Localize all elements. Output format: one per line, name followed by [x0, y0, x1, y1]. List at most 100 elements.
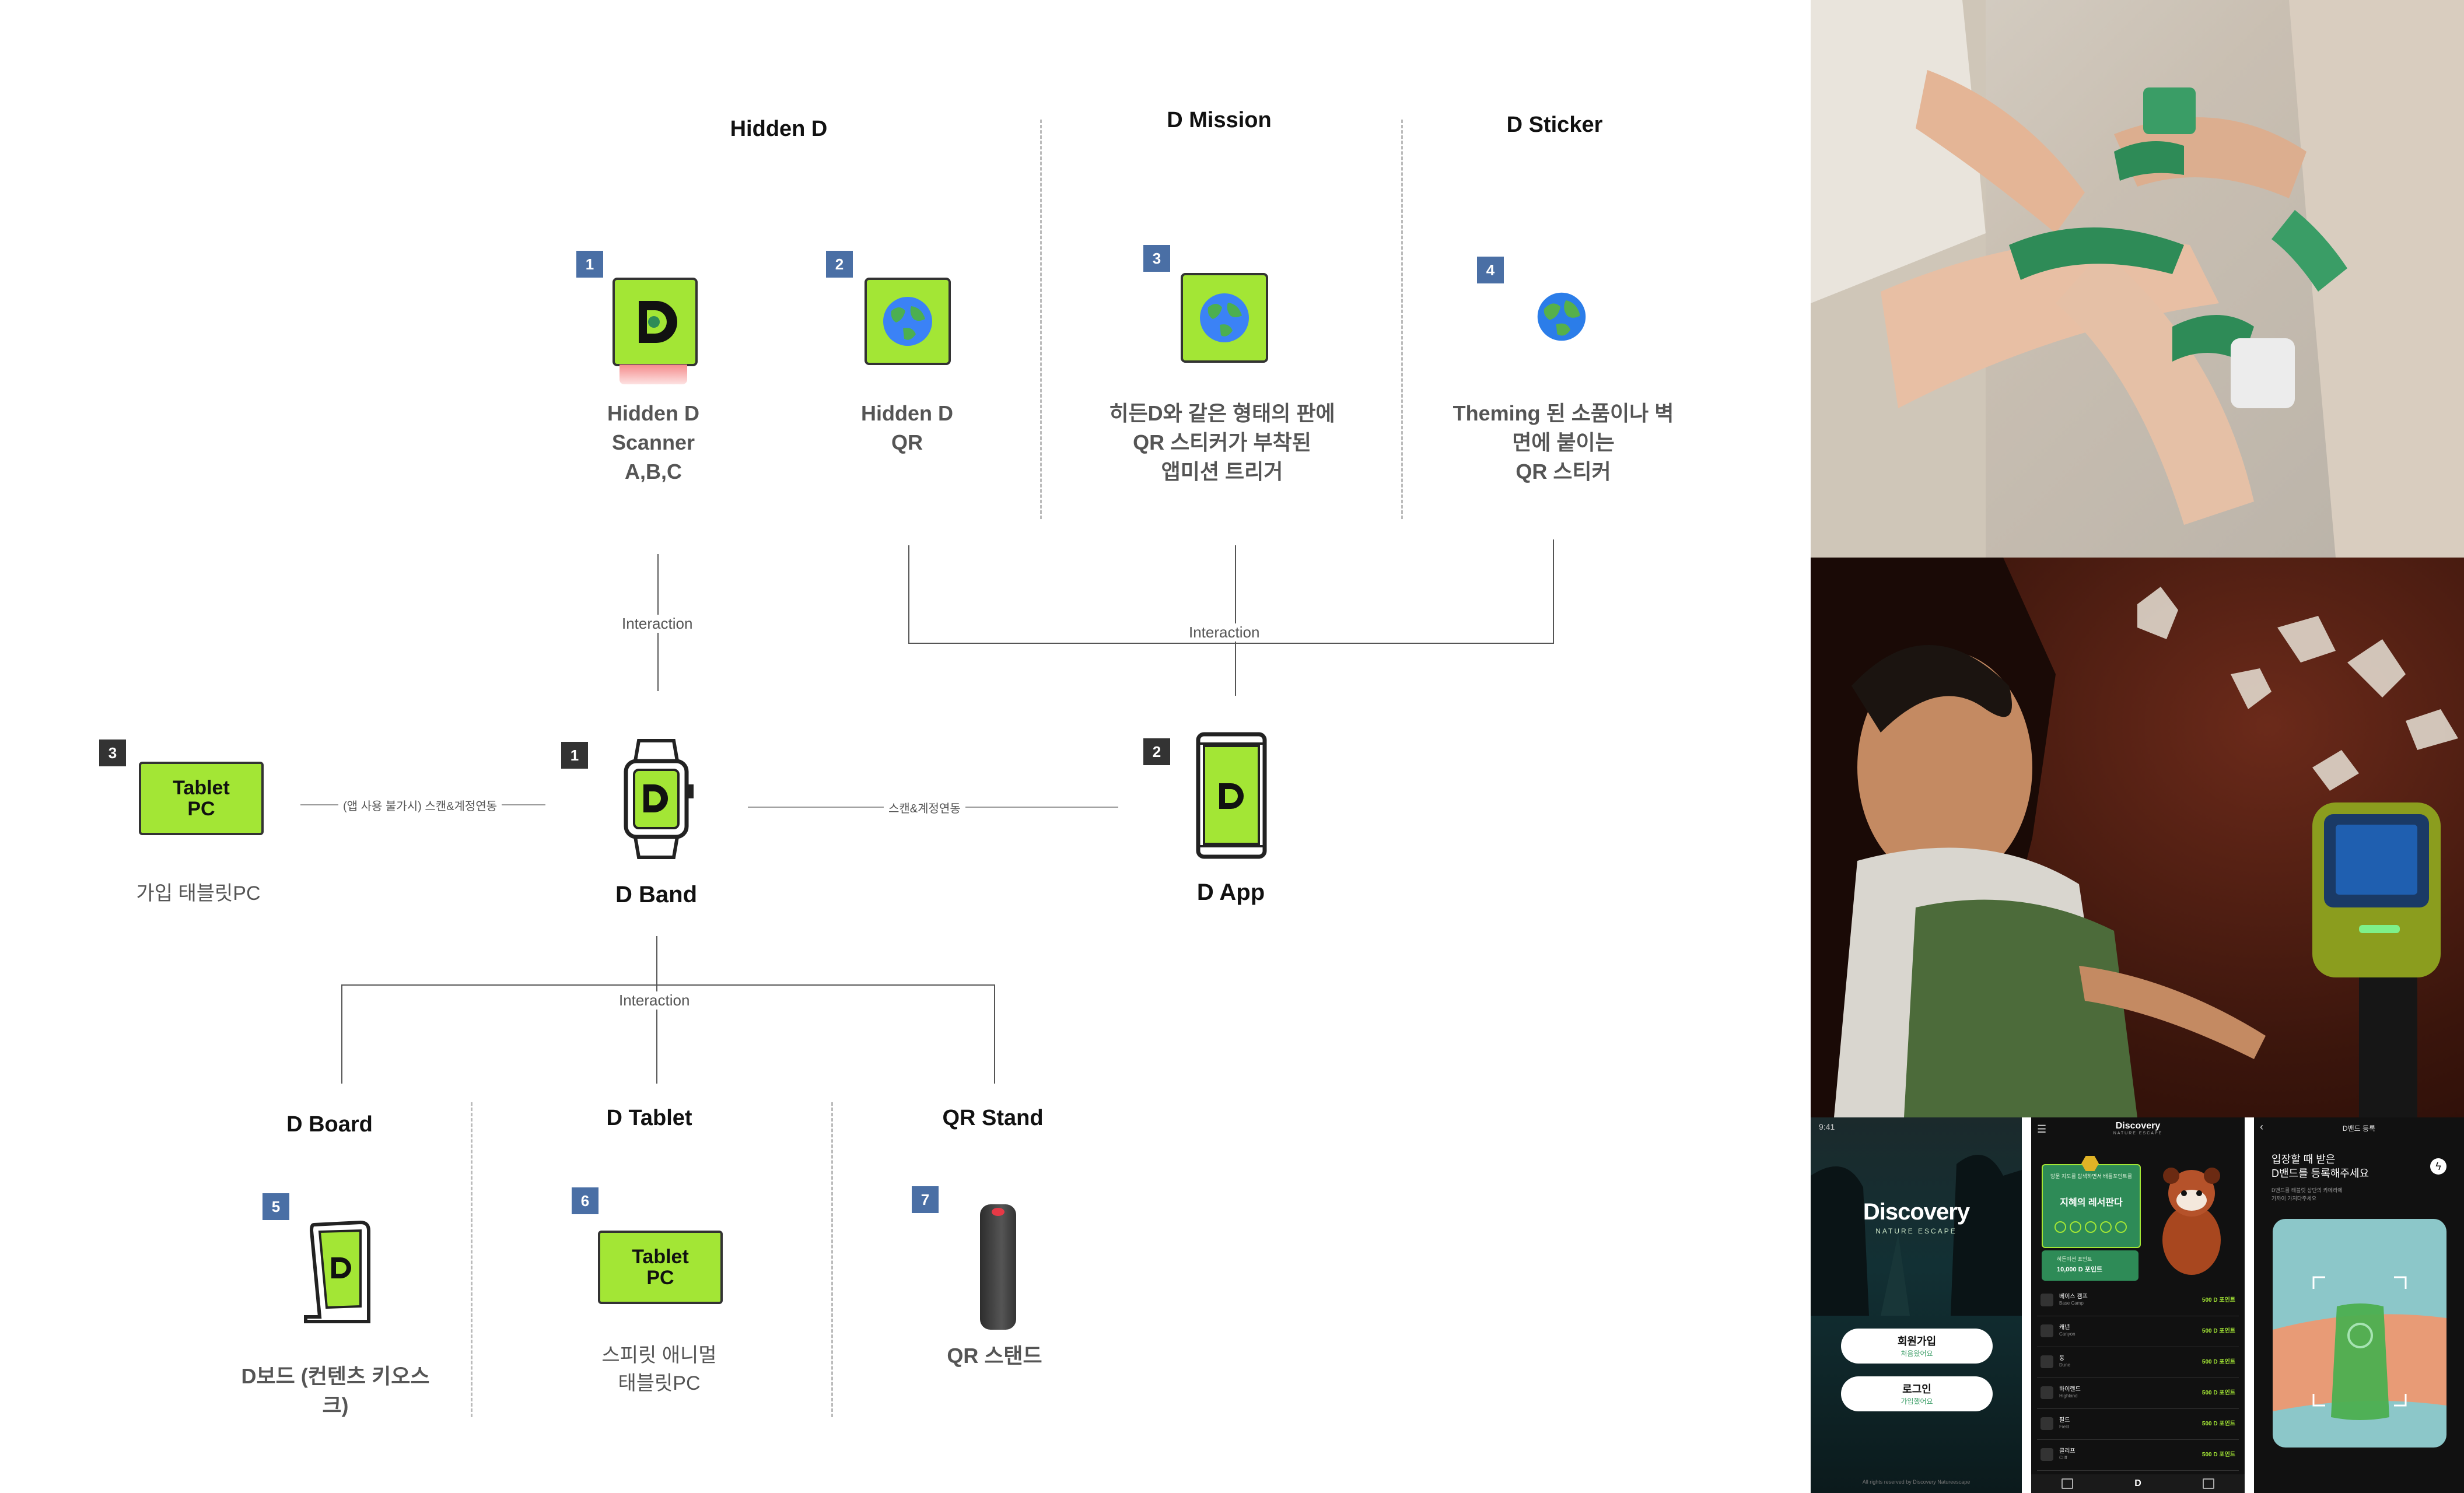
list-item[interactable]: 베이스 캠프 Base Camp 500 D 포인트 — [2037, 1285, 2239, 1316]
zone-sub: Field — [2059, 1424, 2070, 1429]
flash-icon[interactable]: ϟ — [2430, 1158, 2446, 1175]
zone-sub: Canyon — [2059, 1331, 2076, 1337]
zone-points: 500 D 포인트 — [2202, 1359, 2235, 1365]
badge: 7 — [912, 1186, 939, 1213]
connector-line — [341, 984, 342, 1084]
zone-list: 베이스 캠프 Base Camp 500 D 포인트 캐년 Canyon 500… — [2037, 1285, 2239, 1471]
item-label: Hidden D QR — [861, 401, 953, 454]
zone-icon — [2041, 1417, 2053, 1430]
connector-line — [1553, 539, 1554, 643]
menu-icon[interactable]: ☰ — [2037, 1123, 2047, 1135]
book-icon[interactable] — [2202, 1478, 2214, 1489]
zone-points: 500 D 포인트 — [2202, 1452, 2235, 1458]
list-item[interactable]: 클리프 Cliff 500 D 포인트 — [2037, 1440, 2239, 1471]
login-button[interactable]: 로그인 가입했어요 — [1841, 1376, 1993, 1411]
zone-name: 필드 — [2059, 1417, 2070, 1424]
badge: 4 — [1477, 257, 1504, 283]
item-label: Theming 된 소품이나 벽 면에 붙이는 QR 스티커 — [1452, 401, 1674, 483]
points-label: 히든미션 포인트 — [2057, 1256, 2092, 1262]
badge: 2 — [1143, 738, 1170, 765]
card-dots — [2054, 1221, 2127, 1233]
section-d-tablet: D Tablet — [606, 1106, 692, 1130]
register-title: D밴드 등록 — [2342, 1124, 2376, 1133]
badge: 1 — [561, 742, 588, 769]
list-item[interactable]: 캐년 Canyon 500 D 포인트 — [2037, 1316, 2239, 1347]
zone-name: 캐년 — [2059, 1324, 2070, 1331]
section-d-mission: D Mission — [1167, 108, 1272, 132]
section-d-board: D Board — [286, 1112, 373, 1137]
zone-name: 베이스 캠프 — [2059, 1294, 2088, 1300]
connector-line — [1235, 545, 1236, 696]
brand-logo: Discovery — [1863, 1199, 1970, 1225]
spirit-card[interactable]: 방문 지도를 탐색하면서 배틀포인트를 지혜의 레서판다 — [2042, 1164, 2141, 1248]
points-value: 10,000 D 포인트 — [2057, 1266, 2103, 1273]
globe-icon — [864, 278, 951, 365]
item-label: QR 스탠드 — [947, 1344, 1042, 1368]
zone-sub: Highland — [2059, 1393, 2078, 1399]
zone-points: 500 D 포인트 — [2202, 1390, 2235, 1396]
list-item[interactable]: 하이랜드 Highland 500 D 포인트 — [2037, 1378, 2239, 1409]
footer-text: All rights reserved by Discovery Naturee… — [1862, 1479, 1971, 1485]
map-icon[interactable] — [2062, 1478, 2074, 1489]
d-band-label: D Band — [615, 882, 697, 907]
points-card[interactable]: 히든미션 포인트 10,000 D 포인트 — [2042, 1250, 2138, 1281]
register-screen: ‹ D밴드 등록 입장할 때 받은 D밴드를 등록해주세요 D밴드를 태블릿 상… — [2254, 1117, 2464, 1493]
item-label: 히든D와 같은 형태의 판에 QR 스티커가 부착된 앱미션 트리거 — [1109, 401, 1335, 483]
item-label: Hidden D Scanner A,B,C — [607, 401, 699, 483]
phone-app-icon — [1196, 732, 1267, 859]
badge: 2 — [826, 251, 853, 278]
back-icon[interactable]: ‹ — [2260, 1121, 2263, 1133]
watch-icon — [621, 738, 697, 860]
kiosk-icon — [296, 1219, 378, 1330]
zone-points: 500 D 포인트 — [2202, 1297, 2235, 1303]
login-sub: 가입했어요 — [1901, 1397, 1933, 1406]
badge: 3 — [1143, 245, 1170, 272]
zone-points: 500 D 포인트 — [2202, 1421, 2235, 1427]
connector-line — [908, 643, 1554, 644]
red-panda-icon — [2162, 1168, 2221, 1275]
section-d-sticker: D Sticker — [1506, 113, 1603, 137]
divider — [831, 1102, 833, 1417]
connector-line — [341, 984, 995, 986]
list-item[interactable]: 동 Dune 500 D 포인트 — [2037, 1347, 2239, 1378]
signup-button[interactable]: 회원가입 처음왔어요 — [1841, 1329, 1993, 1364]
connector-line — [908, 545, 909, 643]
scanner-light-icon — [620, 365, 687, 384]
tablet-pc-icon: Tablet PC — [598, 1231, 723, 1304]
d-home-icon[interactable]: D — [2134, 1478, 2141, 1488]
zone-icon — [2041, 1324, 2053, 1337]
zone-name: 클리프 — [2059, 1448, 2076, 1455]
divider — [1040, 120, 1042, 519]
brand-logo: Discovery — [2115, 1121, 2161, 1131]
register-desc: D밴드를 태블릿 상단의 카메라에 가까이 가져다주세요 — [2272, 1187, 2343, 1201]
zone-icon — [2041, 1294, 2053, 1306]
signup-sub: 처음왔어요 — [1901, 1350, 1933, 1358]
register-heading: 입장할 때 받은 D밴드를 등록해주세요 — [2272, 1154, 2370, 1179]
interaction-label: Interaction — [615, 991, 694, 1010]
globe-emoji-icon — [1535, 290, 1588, 343]
list-item[interactable]: 필드 Field 500 D 포인트 — [2037, 1409, 2239, 1440]
scanner-kiosk-photo — [1811, 558, 2464, 1117]
divider — [471, 1102, 473, 1417]
login-screen: 9:41 Discovery NATURE ESCAPE 회원가입 처음왔어요 … — [1811, 1117, 2022, 1493]
badge: 6 — [572, 1187, 598, 1214]
card-small-text: 방문 지도를 탐색하면서 배틀포인트를 — [2050, 1173, 2132, 1179]
item-label: 스피릿 애니멀 태블릿PC — [601, 1344, 717, 1394]
zone-icon — [2041, 1386, 2053, 1399]
connector-line — [656, 984, 657, 1084]
badge: 1 — [576, 251, 603, 278]
zone-points: 500 D 포인트 — [2202, 1328, 2235, 1334]
divider — [1401, 120, 1403, 519]
item-label: D보드 (컨텐츠 키오스크) — [241, 1364, 430, 1417]
tablet-pc-icon: Tablet PC — [139, 762, 264, 835]
card-title: 지혜의 레서판다 — [2060, 1198, 2123, 1208]
login-label: 로그인 — [1902, 1383, 1931, 1395]
badge: 5 — [262, 1193, 289, 1220]
brand-sub: NATURE ESCAPE — [2113, 1131, 2163, 1135]
interaction-label: Interaction — [618, 615, 696, 633]
zone-icon — [2041, 1448, 2053, 1461]
zone-icon — [2041, 1355, 2053, 1368]
zone-name: 동 — [2059, 1355, 2065, 1362]
section-hidden-d: Hidden D — [730, 117, 828, 141]
forest-background-icon — [1811, 1155, 2022, 1316]
